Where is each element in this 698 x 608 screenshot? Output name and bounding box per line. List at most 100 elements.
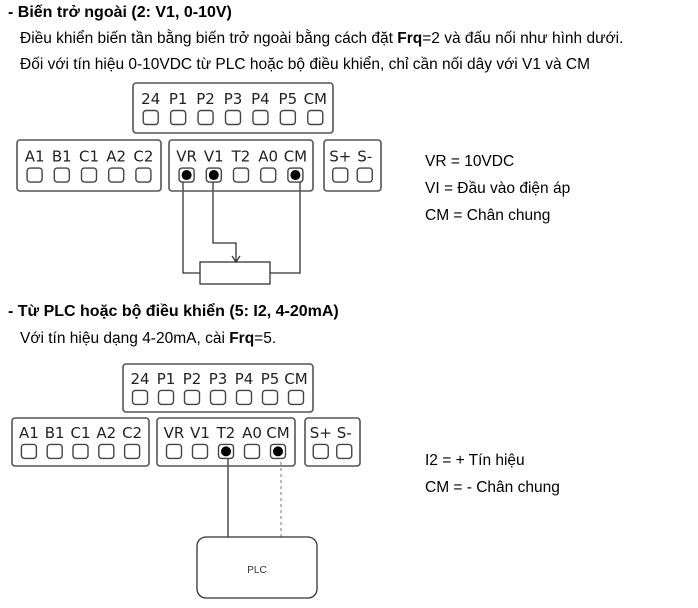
terminal-label: T2 [231, 147, 251, 165]
terminal-screw [260, 167, 277, 183]
terminal-block-frame [11, 417, 150, 467]
terminal-label: V1 [190, 424, 210, 442]
terminal-screw [356, 167, 373, 183]
terminal-screw [183, 389, 201, 406]
terminal-screw [197, 109, 214, 126]
terminal-screw [235, 389, 253, 406]
text: Điều khiển biến tần bằng biến trở ngoài … [20, 30, 398, 47]
terminal-block-frame [168, 139, 314, 192]
terminal-label: CM [284, 370, 307, 388]
connection-dot [208, 170, 219, 181]
terminal-screw [336, 443, 353, 460]
legend-vr: VR = 10VDC [425, 153, 515, 170]
terminal-label: T2 [216, 424, 236, 442]
terminal-screw [287, 389, 305, 406]
wire-vr [182, 176, 200, 274]
diagram1-middle-block: VR V1 T2 A0 CM [168, 139, 314, 192]
terminal-screw [165, 443, 183, 460]
terminal-label: A2 [96, 424, 116, 442]
terminal-label: S- [357, 147, 372, 165]
connection-dot [290, 170, 301, 181]
terminal-label: P3 [224, 90, 243, 108]
terminal-label: C2 [133, 147, 153, 165]
param-name: Frq [397, 30, 423, 47]
legend-vi: VI = Đầu vào điện áp [425, 180, 571, 197]
terminal-label: VR [176, 147, 197, 165]
section2-line1: Với tín hiệu dạng 4-20mA, cài Frq=5. [20, 330, 276, 348]
terminal-label: P5 [279, 90, 298, 108]
terminal-label: CM [284, 147, 307, 165]
plc-box [196, 536, 318, 599]
section1-heading: - Biến trở ngoài (2: V1, 0-10V) [8, 4, 232, 21]
terminal-label: B1 [52, 147, 72, 165]
connection-dot [221, 446, 231, 457]
terminal-label: 24 [130, 370, 149, 388]
terminal-label: P1 [157, 370, 176, 388]
terminal-screw [135, 167, 152, 183]
terminal-screw [46, 443, 63, 460]
terminal-screw [142, 109, 159, 126]
terminal-label: C1 [79, 147, 99, 165]
terminal-screw [123, 443, 141, 460]
terminal-label: B1 [45, 424, 65, 442]
terminal-screw [232, 167, 250, 183]
terminal-label: S- [337, 424, 352, 442]
terminal-label: P1 [169, 90, 188, 108]
param-name: Frq [229, 330, 255, 347]
terminal-screw [26, 167, 43, 183]
terminal-screw [252, 109, 269, 126]
terminal-screw [72, 443, 89, 460]
terminal-label: CM [266, 424, 289, 442]
terminal-label: A0 [258, 147, 278, 165]
legend-i2: I2 = + Tín hiệu [425, 452, 525, 469]
terminal-block-frame [323, 139, 382, 192]
terminal-label: P2 [183, 370, 202, 388]
terminal-screw [191, 443, 209, 460]
terminal-label: V1 [204, 147, 224, 165]
terminal-label: S+ [329, 147, 351, 165]
section2-heading: - Từ PLC hoặc bộ điều khiển (5: I2, 4-20… [8, 303, 339, 320]
terminal-screw [107, 167, 125, 183]
terminal-label: A0 [242, 424, 262, 442]
terminal-screw [279, 109, 297, 126]
terminal-label: A1 [25, 147, 45, 165]
diagram1-right-block: S+ S- [323, 139, 382, 192]
terminal-screw [312, 443, 329, 460]
text: =5. [254, 330, 277, 347]
terminal-screw [209, 389, 227, 406]
terminal-label: A1 [19, 424, 39, 442]
wire-cm [270, 176, 301, 274]
terminal-screw [243, 443, 261, 460]
legend-cm2: CM = - Chân chung [425, 479, 560, 496]
plc-label: PLC [247, 565, 266, 576]
connection-dot [181, 170, 192, 181]
terminal-block-frame [16, 139, 162, 192]
text: Với tín hiệu dạng 4-20mA, cài [20, 330, 230, 347]
connection-dot [273, 446, 283, 457]
terminal-screw [224, 109, 242, 126]
terminal-label: P3 [209, 370, 228, 388]
terminal-label: P2 [196, 90, 215, 108]
potentiometer [199, 261, 271, 285]
terminal-screw [169, 109, 187, 126]
terminal-label: C1 [70, 424, 90, 442]
terminal-screw [131, 389, 149, 406]
terminal-block-frame [156, 417, 296, 467]
legend-cm: CM = Chân chung [425, 207, 551, 224]
terminal-screw [80, 167, 98, 183]
terminal-screw [261, 389, 279, 406]
terminal-label: 24 [141, 90, 160, 108]
terminal-label: A2 [106, 147, 126, 165]
terminal-label: P4 [235, 370, 254, 388]
terminal-screw [20, 443, 38, 460]
wire-v1 [212, 176, 237, 262]
diagram1-wiring [182, 176, 301, 285]
terminal-block-frame [122, 363, 314, 413]
terminal-screw [53, 167, 70, 183]
diagram2-right-block: S+S- [304, 417, 361, 467]
terminal-label: VR [164, 424, 185, 442]
